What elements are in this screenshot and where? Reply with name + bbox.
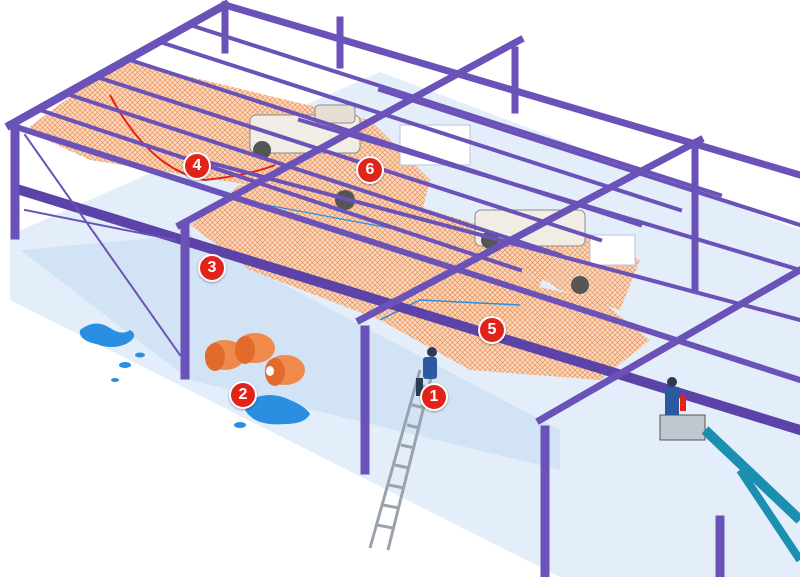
floor-shadow bbox=[20, 235, 560, 470]
water-puddle-icon bbox=[79, 323, 310, 428]
marker-1: 1 bbox=[420, 383, 448, 411]
marker-3: 3 bbox=[198, 254, 226, 282]
steel-structure bbox=[4, 0, 800, 577]
worker-icon bbox=[416, 347, 437, 396]
aerial-lift-icon bbox=[659, 377, 800, 563]
marker-2: 2 bbox=[229, 381, 257, 409]
marker-5: 5 bbox=[478, 316, 506, 344]
marker-4: 4 bbox=[183, 152, 211, 180]
marker-6: 6 bbox=[356, 156, 384, 184]
net-roll-icon bbox=[205, 333, 305, 386]
